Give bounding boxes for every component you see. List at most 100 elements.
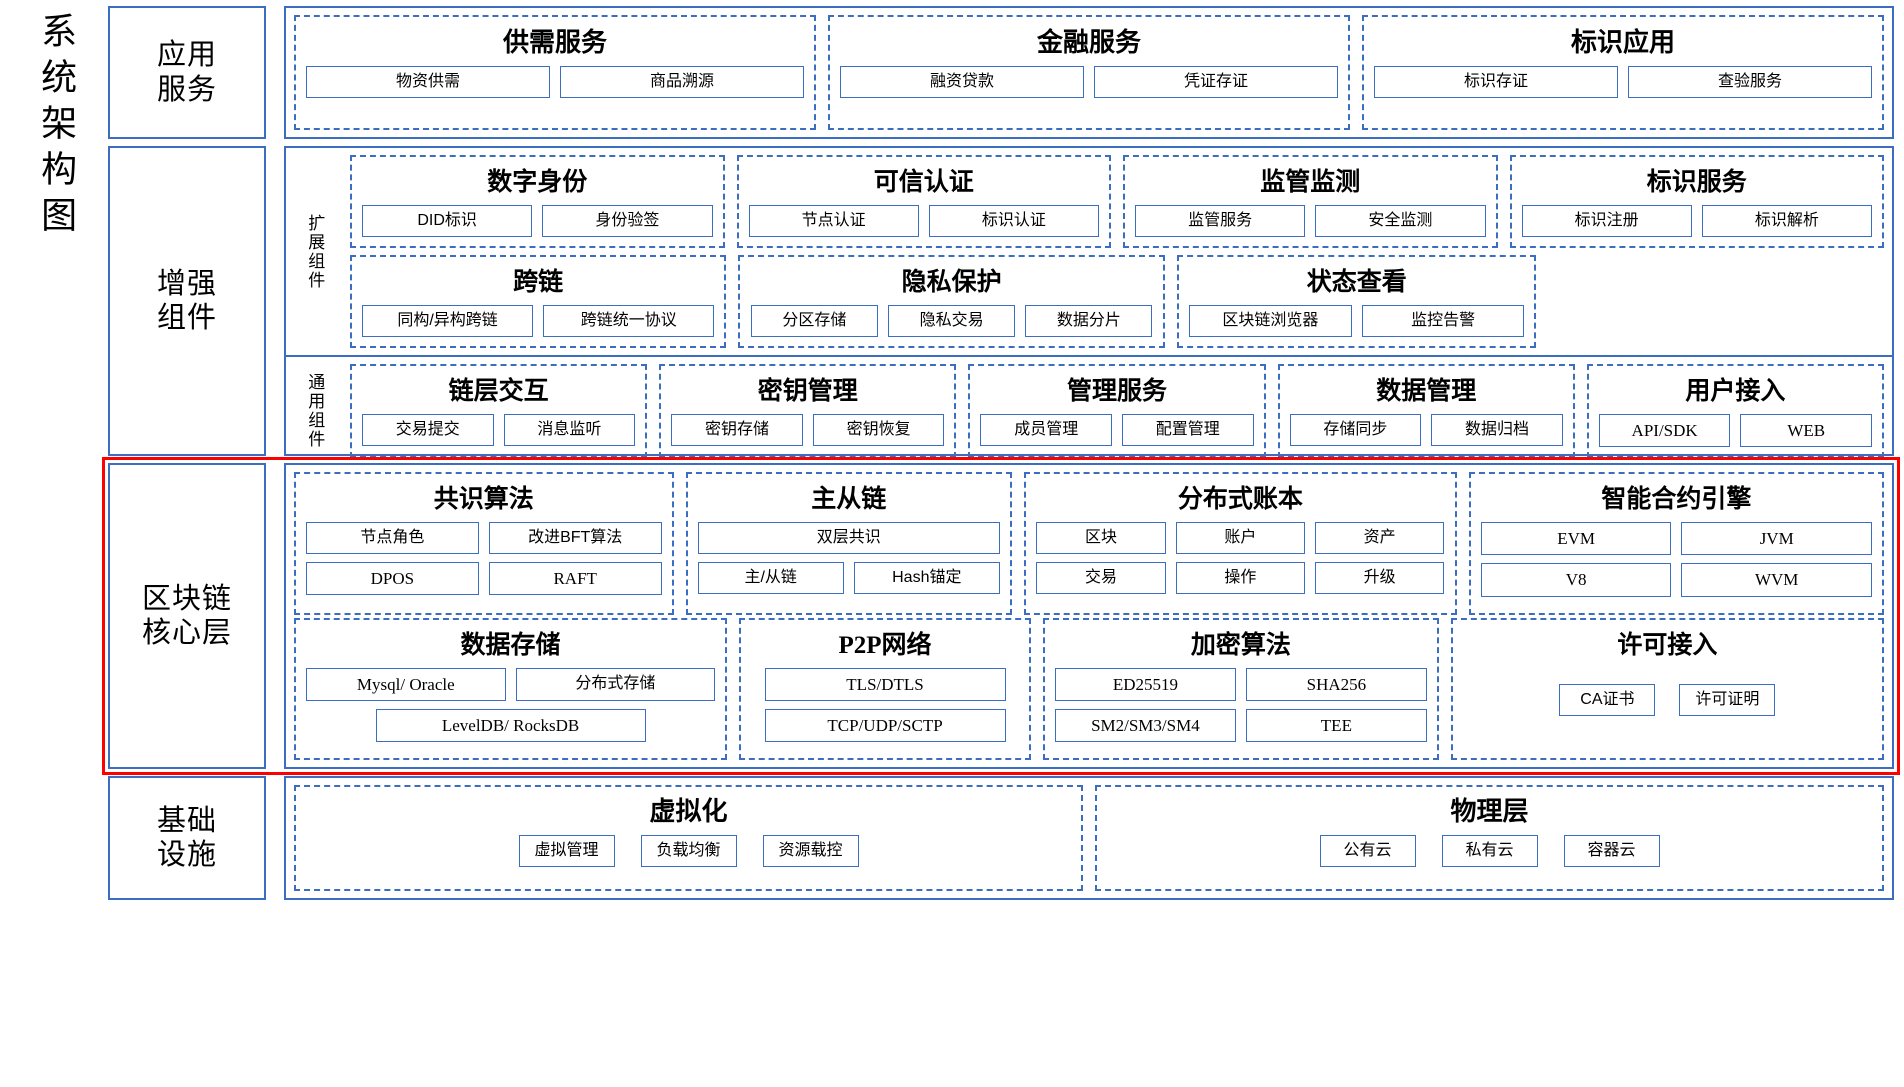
item-box[interactable]: 容器云 [1563,835,1660,867]
group-chain-interaction[interactable]: 链层交互 交易提交 消息监听 [350,364,648,459]
item-box[interactable]: ED25519 [1054,667,1236,701]
item-box[interactable]: 区块 [1036,522,1166,554]
item-box[interactable]: 节点角色 [306,522,479,554]
item-box[interactable]: 标识注册 [1521,205,1692,237]
group-regulatory-monitoring[interactable]: 监管监测 监管服务 安全监测 [1123,155,1498,248]
item-box[interactable]: 账户 [1175,522,1305,554]
item-box[interactable]: LevelDB/ RocksDB [375,708,646,742]
group-encryption-algorithm[interactable]: 加密算法 ED25519 SHA256 SM2/SM3/SM4 TEE [1042,617,1439,760]
item-box[interactable]: 凭证存证 [1094,66,1338,98]
item-box[interactable]: CA证书 [1559,683,1656,716]
item-box[interactable]: 密钥存储 [671,414,803,446]
item-box[interactable]: 节点认证 [748,205,919,237]
group-virtualization[interactable]: 虚拟化 虚拟管理 负载均衡 资源载控 [294,785,1083,891]
item-box[interactable]: 查验服务 [1628,66,1872,98]
item-box[interactable]: 配置管理 [1122,414,1254,446]
item-box[interactable]: Mysql/ Oracle [306,667,506,701]
item-box[interactable]: 消息监听 [503,414,636,446]
group-key-management[interactable]: 密钥管理 密钥存储 密钥恢复 [659,364,957,459]
group-smart-contract-engine[interactable]: 智能合约引擎 EVM JVM V8 WVM [1468,472,1884,615]
item-box[interactable]: 虚拟管理 [518,835,615,867]
item-box[interactable]: DPOS [306,562,479,596]
group-container: 数据存储 Mysql/ Oracle 分布式存储 LevelDB/ RocksD… [286,617,1892,768]
item-box[interactable]: SM2/SM3/SM4 [1054,708,1236,742]
group-items: 分区存储 隐私交易 数据分片 [750,305,1153,337]
item-box[interactable]: 改进BFT算法 [488,522,662,554]
item-box[interactable]: 跨链统一协议 [543,305,715,337]
item-box[interactable]: 监控告警 [1361,305,1525,337]
item-box[interactable]: 监管服务 [1135,205,1306,237]
item-box[interactable]: 交易 [1036,562,1166,594]
item-box[interactable]: 密钥恢复 [812,414,945,446]
group-digital-identity[interactable]: 数字身份 DID标识 身份验签 [350,155,725,248]
item-box[interactable]: 主/从链 [697,562,844,594]
item-box[interactable]: 升级 [1315,562,1445,594]
group-trusted-authentication[interactable]: 可信认证 节点认证 标识认证 [736,155,1111,248]
group-data-management[interactable]: 数据管理 存储同步 数据归档 [1277,364,1575,459]
item-box[interactable]: 操作 [1175,562,1305,594]
item-box[interactable]: WEB [1740,414,1872,448]
item-box[interactable]: 许可证明 [1679,683,1776,716]
layer-label-enhanced-component: 增强 组件 [108,146,266,456]
item-box[interactable]: 标识解析 [1701,205,1872,237]
group-title: 供需服务 [502,28,607,57]
item-box[interactable]: 物资供需 [306,66,550,98]
group-title: 虚拟化 [649,797,728,826]
item-box[interactable]: 成员管理 [980,414,1112,446]
item-box[interactable]: Hash锚定 [853,562,1000,594]
item-box[interactable]: 公有云 [1319,835,1416,867]
item-box[interactable]: 数据归档 [1431,414,1563,446]
group-master-slave-chain[interactable]: 主从链 双层共识 主/从链 Hash锚定 [685,472,1012,615]
group-supply-demand-service[interactable]: 供需服务 物资供需 商品溯源 [294,15,816,130]
group-title: 分布式账本 [1177,486,1303,513]
item-box[interactable]: 分区存储 [750,305,879,337]
group-consensus-algorithm[interactable]: 共识算法 节点角色 改进BFT算法 DPOS RAFT [294,472,674,615]
group-p2p-network[interactable]: P2P网络 TLS/DTLS TCP/UDP/SCTP [739,617,1031,760]
group-financial-service[interactable]: 金融服务 融资贷款 凭证存证 [828,15,1350,130]
group-identifier-application[interactable]: 标识应用 标识存证 查验服务 [1362,15,1884,130]
item-box[interactable]: RAFT [488,562,662,596]
group-state-view[interactable]: 状态查看 区块链浏览器 监控告警 [1176,255,1537,348]
item-box[interactable]: 标识存证 [1374,66,1618,98]
item-box[interactable]: 资产 [1315,522,1445,554]
item-box[interactable]: 私有云 [1441,835,1538,867]
group-distributed-ledger[interactable]: 分布式账本 区块 账户 资产 交易 操作 升级 [1023,472,1457,615]
item-box[interactable]: V8 [1480,563,1672,597]
group-data-storage[interactable]: 数据存储 Mysql/ Oracle 分布式存储 LevelDB/ RocksD… [294,617,728,760]
item-box[interactable]: TLS/DTLS [764,667,1006,701]
item-box[interactable]: 同构/异构跨链 [362,305,534,337]
item-box[interactable]: 资源载控 [762,835,859,867]
item-box[interactable]: API/SDK [1598,414,1731,448]
item-box[interactable]: 标识认证 [928,205,1099,237]
item-box[interactable]: 数据分片 [1025,305,1153,337]
item-box[interactable]: EVM [1480,522,1672,556]
item-box[interactable]: TCP/UDP/SCTP [764,708,1006,742]
group-physical-layer[interactable]: 物理层 公有云 私有云 容器云 [1095,785,1884,891]
group-title: 数据存储 [460,631,561,659]
group-container: 虚拟化 虚拟管理 负载均衡 资源载控 物理层 公有云 私有云 [286,778,1892,898]
group-items: 节点角色 改进BFT算法 DPOS RAFT [306,522,662,596]
group-permissioned-access[interactable]: 许可接入 CA证书 许可证明 [1450,617,1884,760]
item-box[interactable]: DID标识 [362,205,533,237]
group-identifier-service[interactable]: 标识服务 标识注册 标识解析 [1509,155,1884,248]
item-box[interactable]: 隐私交易 [888,305,1016,337]
item-box[interactable]: WVM [1681,563,1872,597]
item-box[interactable]: 存储同步 [1289,414,1422,446]
item-box[interactable]: 身份验签 [542,205,713,237]
group-management-service[interactable]: 管理服务 成员管理 配置管理 [968,364,1266,459]
group-privacy-protection[interactable]: 隐私保护 分区存储 隐私交易 数据分片 [738,255,1165,348]
item-box[interactable]: 融资贷款 [840,66,1084,98]
item-box[interactable]: 分布式存储 [515,667,716,701]
item-box[interactable]: SHA256 [1245,667,1427,701]
item-box[interactable]: JVM [1681,522,1872,556]
item-box[interactable]: 交易提交 [362,414,494,446]
item-box[interactable]: 双层共识 [697,522,1000,554]
group-cross-chain[interactable]: 跨链 同构/异构跨链 跨链统一协议 [350,255,727,348]
item-box[interactable]: TEE [1245,708,1427,742]
item-box[interactable]: 负载均衡 [640,835,737,867]
item-box[interactable]: 区块链浏览器 [1188,305,1352,337]
item-box[interactable]: 安全监测 [1315,205,1486,237]
layer-label-blockchain-core: 区块链 核心层 [108,463,266,769]
group-user-access[interactable]: 用户接入 API/SDK WEB [1586,364,1885,459]
item-box[interactable]: 商品溯源 [560,66,804,98]
